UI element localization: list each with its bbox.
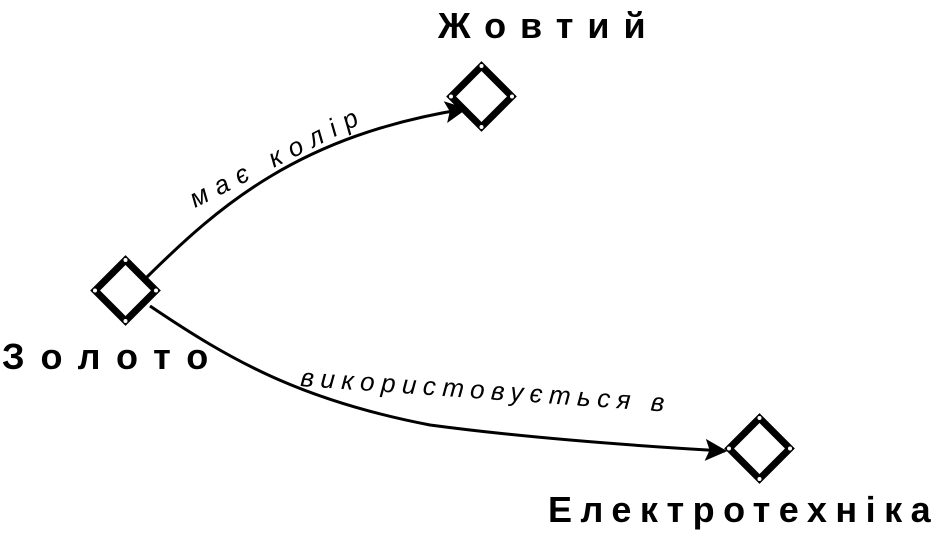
node-label-gold: Золото (2, 336, 224, 377)
node-label-electro: Електротехніка (548, 489, 932, 530)
edge-used-in (149, 304, 728, 461)
node-electro-marker (724, 413, 795, 484)
node-gold-marker (90, 255, 161, 326)
node-electro (724, 413, 795, 484)
node-yellow (446, 61, 517, 132)
edge-label-used-in: використовується в (300, 362, 672, 418)
edge-has-color (145, 101, 468, 279)
node-label-yellow: Жовтий (437, 5, 660, 46)
node-yellow-marker (446, 61, 517, 132)
node-gold (90, 255, 161, 326)
edge-label-has-color: має колір (184, 98, 371, 213)
